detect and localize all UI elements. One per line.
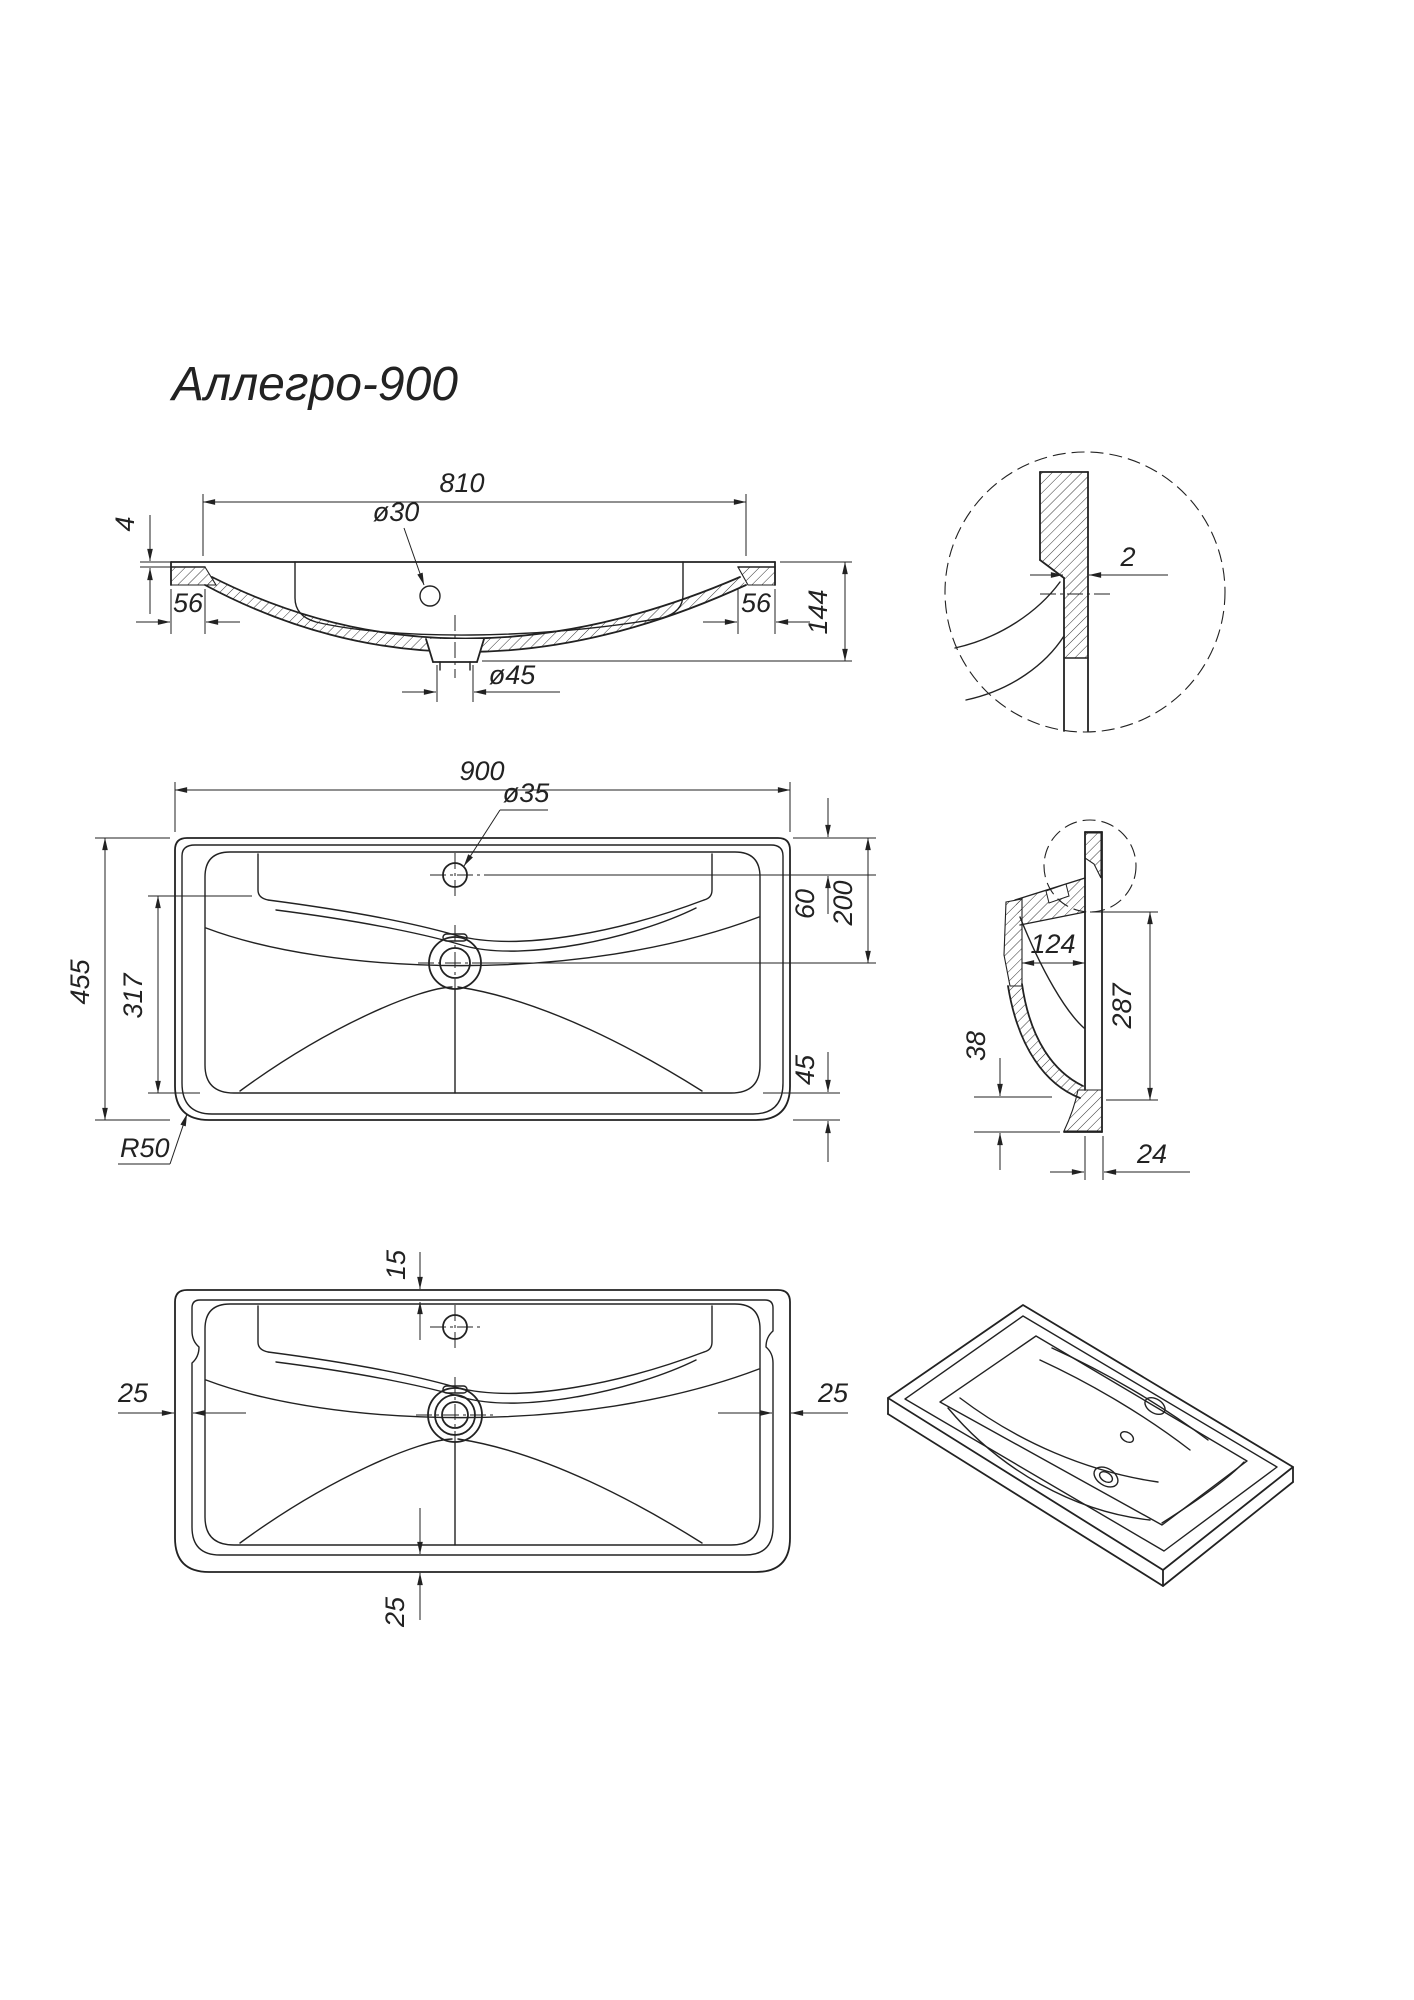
dim-plan-basin-depth: 317 bbox=[118, 972, 148, 1018]
dim-bottom-right-inset: 25 bbox=[817, 1378, 849, 1408]
dim-plan-faucet-offset: 60 bbox=[790, 889, 820, 919]
dim-plan-depth: 455 bbox=[65, 958, 95, 1004]
dim-side-basin-width: 124 bbox=[1030, 929, 1075, 959]
dim-bottom-left-inset: 25 bbox=[117, 1378, 149, 1408]
dim-front-rim-thickness: 4 bbox=[110, 516, 140, 531]
dim-side-height: 287 bbox=[1107, 982, 1137, 1029]
dim-plan-width: 900 bbox=[459, 756, 504, 786]
dim-plan-drain-offset: 200 bbox=[828, 880, 858, 926]
dim-front-right-rim: 56 bbox=[741, 588, 772, 618]
dim-plan-faucet-dia: ø35 bbox=[503, 778, 551, 808]
detail-view: 2 bbox=[944, 451, 1226, 733]
dim-front-drain-dia: ø45 bbox=[489, 660, 537, 690]
dim-bottom-bottom-inset: 25 bbox=[380, 1596, 410, 1628]
dim-plan-corner-radius: R50 bbox=[120, 1133, 170, 1163]
dim-detail-gap: 2 bbox=[1119, 542, 1135, 572]
plan-view: 900 ø35 455 317 60 200 45 R50 bbox=[65, 756, 876, 1165]
isometric-view bbox=[887, 1304, 1294, 1587]
dim-side-front-height: 38 bbox=[961, 1031, 991, 1061]
dim-side-wall-bottom: 24 bbox=[1136, 1139, 1167, 1169]
drawing-title: Аллегро-900 bbox=[169, 358, 458, 411]
dim-front-width-top: 810 bbox=[439, 468, 484, 498]
side-section-view: 124 287 38 24 bbox=[961, 819, 1190, 1180]
dim-front-height: 144 bbox=[803, 589, 833, 634]
dim-front-faucet-dia: ø30 bbox=[373, 497, 420, 527]
dim-plan-bottom-margin: 45 bbox=[790, 1054, 820, 1085]
bottom-view: 15 25 25 25 bbox=[117, 1249, 849, 1628]
front-section-view: 810 ø30 4 56 56 144 ø45 bbox=[110, 468, 852, 702]
dim-front-left-rim: 56 bbox=[173, 588, 204, 618]
dim-bottom-top-inset: 15 bbox=[381, 1249, 411, 1280]
